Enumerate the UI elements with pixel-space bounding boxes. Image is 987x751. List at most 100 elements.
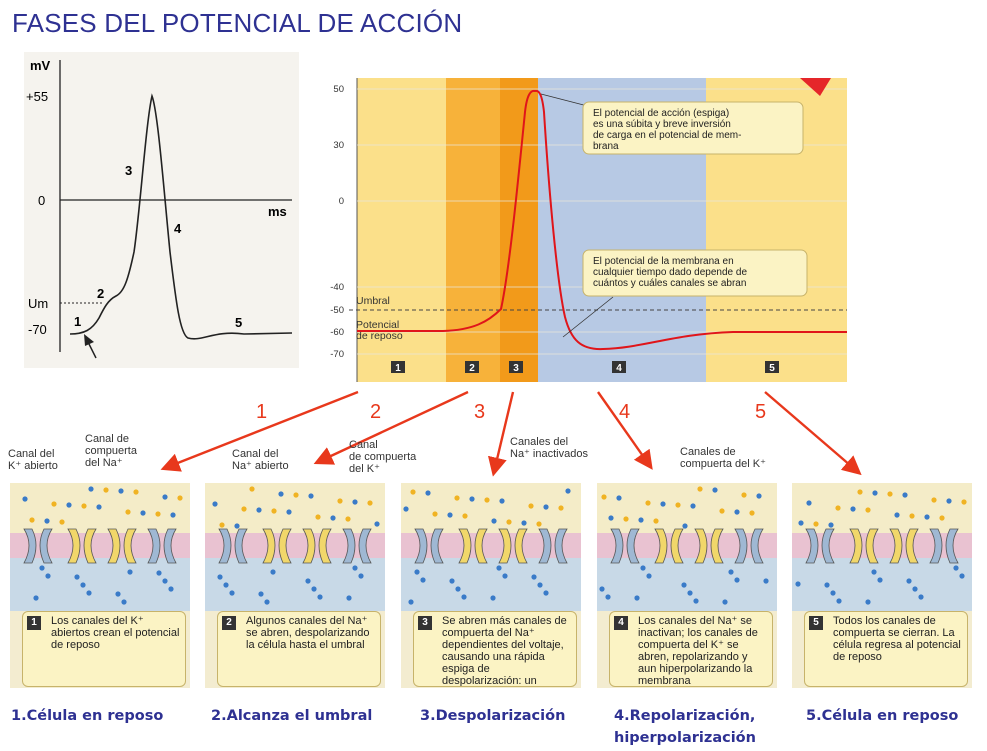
svg-text:3: 3 — [513, 363, 519, 374]
right-action-potential-graph: 50 30 0 -40 -50 -60 -70 Umbral Potencial… — [313, 72, 847, 390]
ion-icon — [961, 499, 967, 505]
svg-text:Na⁺ inactivados: Na⁺ inactivados — [510, 448, 588, 460]
ion-icon — [828, 522, 834, 528]
ion-icon — [29, 517, 35, 523]
ion-icon — [640, 565, 646, 571]
sodium-channel-icon — [498, 528, 528, 564]
ion-icon — [217, 574, 223, 580]
phase-arrows: 1 2 3 4 5 — [160, 390, 862, 477]
potassium-channel-icon — [734, 528, 764, 564]
ion-icon — [946, 498, 952, 504]
stimulus-arrow-icon — [87, 341, 97, 359]
sodium-channel-icon — [654, 528, 684, 564]
ion-icon — [249, 486, 255, 492]
ion-icon — [258, 591, 264, 597]
ion-icon — [931, 497, 937, 503]
ion-icon — [22, 496, 28, 502]
stimulus-arrowhead-icon — [84, 334, 94, 346]
ion-icon — [293, 492, 299, 498]
ion-icon — [645, 500, 651, 506]
ion-icon — [432, 511, 438, 517]
caption-5: 5.Célula en reposo — [806, 708, 959, 724]
ion-icon — [127, 569, 133, 575]
zone-threshold — [446, 78, 500, 382]
ion-icon — [96, 504, 102, 510]
ion-icon — [653, 518, 659, 524]
callout-spike-text: El potencial de acción (espiga) — [593, 108, 729, 119]
ion-icon — [906, 578, 912, 584]
ion-icon — [170, 512, 176, 518]
ion-icon — [469, 496, 475, 502]
ion-icon — [403, 506, 409, 512]
sodium-channel-icon — [458, 528, 488, 564]
ion-icon — [502, 573, 508, 579]
svg-text:K⁺ abierto: K⁺ abierto — [8, 460, 58, 472]
ion-icon — [605, 594, 611, 600]
ion-icon — [286, 509, 292, 515]
ion-icon — [722, 599, 728, 605]
caption-4: 4.Repolarización,hiperpolarización — [614, 708, 756, 746]
left-y-label: Um — [28, 296, 48, 311]
sodium-channel-icon — [302, 528, 332, 564]
ion-icon — [367, 500, 373, 506]
ion-icon — [229, 590, 235, 596]
potassium-channel-icon — [538, 528, 568, 564]
left-phase-label: 4 — [174, 221, 182, 236]
ion-icon — [734, 577, 740, 583]
sodium-channel-icon — [889, 528, 919, 564]
left-phase-label: 5 — [235, 315, 242, 330]
ion-icon — [634, 595, 640, 601]
ion-icon — [918, 594, 924, 600]
ion-icon — [806, 500, 812, 506]
ion-icon — [506, 519, 512, 525]
caption-3: 3.Despolarización — [420, 708, 566, 724]
svg-text:compuerta del K⁺: compuerta del K⁺ — [680, 458, 766, 470]
ion-icon — [728, 569, 734, 575]
callout-spike-text: brana — [593, 141, 619, 152]
ion-icon — [51, 501, 57, 507]
left-phase-label: 3 — [125, 163, 132, 178]
ion-icon — [543, 504, 549, 510]
ion-icon — [155, 511, 161, 517]
ion-icon — [408, 599, 414, 605]
arrow-number: 5 — [755, 401, 766, 423]
ion-icon — [877, 577, 883, 583]
arrow-number: 1 — [256, 401, 267, 423]
potassium-channel-icon — [218, 528, 248, 564]
svg-text:4: 4 — [616, 363, 622, 374]
ion-icon — [871, 569, 877, 575]
svg-text:de compuerta: de compuerta — [349, 451, 417, 463]
sodium-channel-icon — [849, 528, 879, 564]
ion-icon — [756, 493, 762, 499]
ion-icon — [681, 582, 687, 588]
umbral-label: Umbral — [356, 295, 390, 307]
ion-icon — [712, 487, 718, 493]
arrow-number: 2 — [370, 401, 381, 423]
ion-icon — [86, 590, 92, 596]
ion-icon — [410, 489, 416, 495]
right-y-tick: 30 — [333, 140, 344, 151]
ion-icon — [537, 582, 543, 588]
ion-icon — [115, 591, 121, 597]
ion-icon — [103, 487, 109, 493]
ion-icon — [462, 513, 468, 519]
caption-2: 2.Alcanza el umbral — [211, 708, 373, 724]
ion-icon — [311, 586, 317, 592]
ion-icon — [168, 586, 174, 592]
ion-icon — [177, 495, 183, 501]
right-y-tick: 0 — [339, 196, 344, 207]
svg-text:Canal de: Canal de — [85, 433, 129, 445]
callout-spike-text: de carga en el potencial de mem- — [593, 130, 741, 141]
ion-icon — [420, 577, 426, 583]
ion-icon — [682, 523, 688, 529]
ion-icon — [59, 519, 65, 525]
ion-icon — [857, 489, 863, 495]
ion-icon — [271, 508, 277, 514]
ion-icon — [675, 502, 681, 508]
potassium-channel-icon — [414, 528, 444, 564]
ion-icon — [39, 565, 45, 571]
svg-text:Na⁺ abierto: Na⁺ abierto — [232, 460, 289, 472]
ion-icon — [352, 565, 358, 571]
